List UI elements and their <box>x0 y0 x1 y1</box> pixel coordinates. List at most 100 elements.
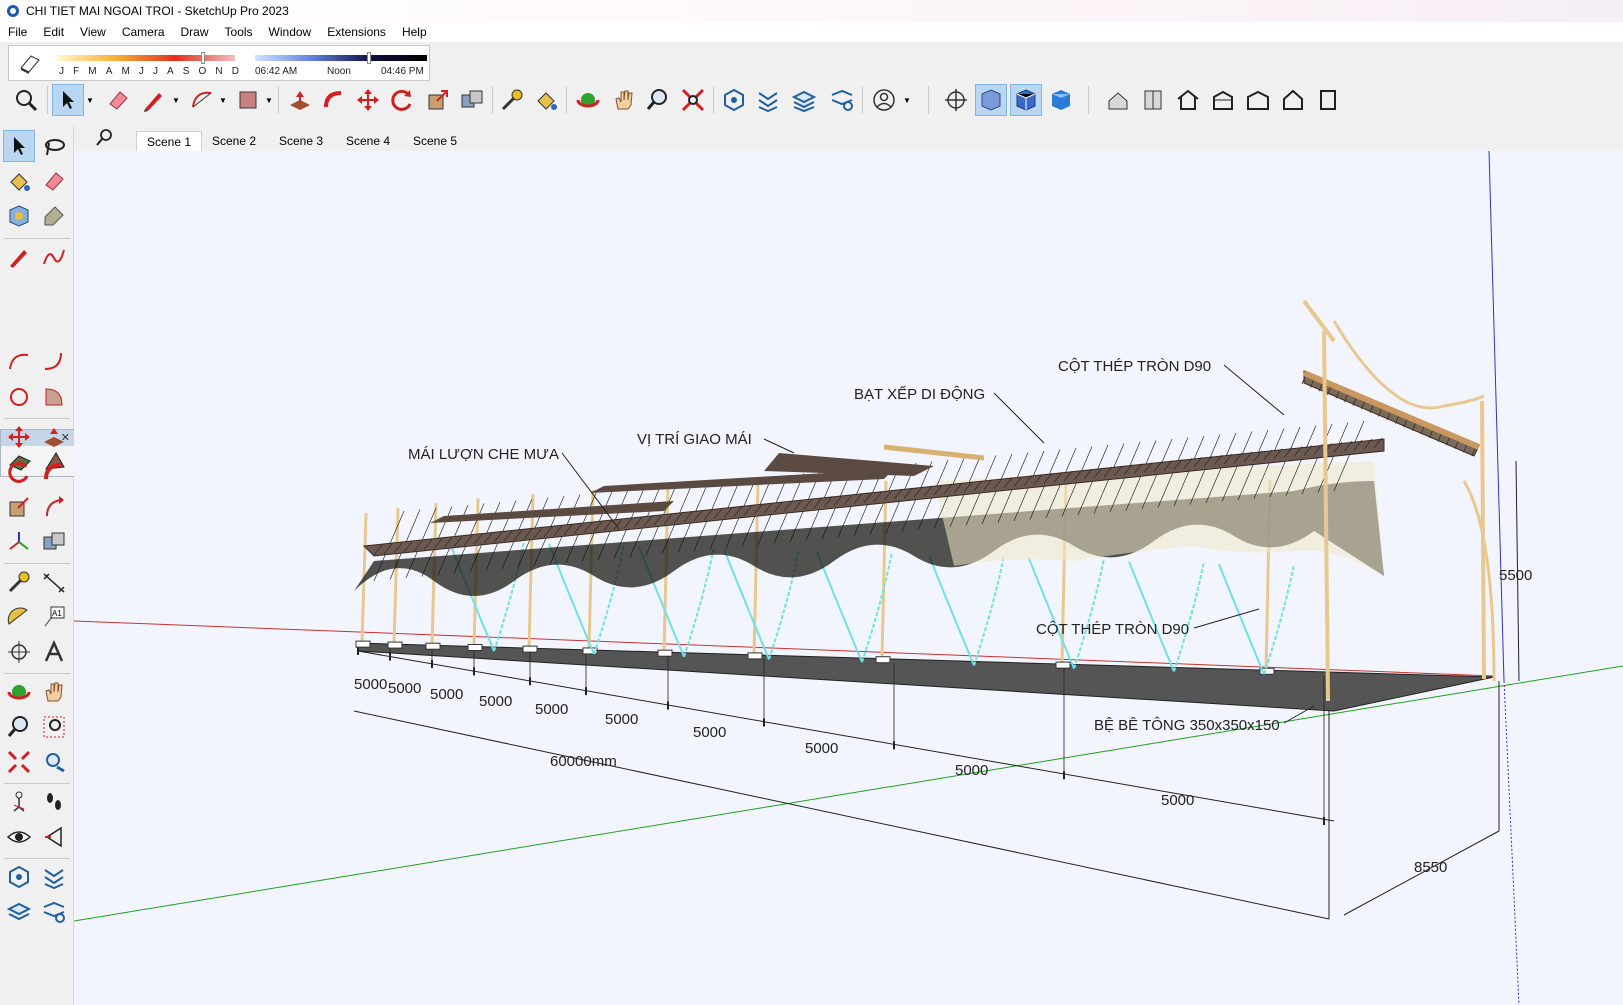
left-zoom-extents-tool[interactable] <box>3 746 35 778</box>
month-slider[interactable] <box>57 55 235 61</box>
menu-extensions[interactable]: Extensions <box>327 25 386 39</box>
extension-warehouse-tool[interactable] <box>752 84 784 116</box>
tab-scene-5[interactable]: Scene 5 <box>403 131 468 152</box>
layout-tool[interactable] <box>788 84 820 116</box>
rotate-tool[interactable] <box>386 84 418 116</box>
arc-dropdown[interactable]: ▼ <box>219 95 227 105</box>
back-edges-tool[interactable] <box>1010 84 1042 116</box>
left-pie-tool[interactable] <box>38 381 70 413</box>
follow-me-tool[interactable] <box>318 84 350 116</box>
menu-draw[interactable]: Draw <box>180 25 209 39</box>
rectangle-tool[interactable] <box>232 84 264 116</box>
left-arc-tool[interactable] <box>3 346 35 378</box>
left-arc3-tool[interactable] <box>3 381 35 413</box>
menu-help[interactable]: Help <box>401 25 427 39</box>
shaded-textures-tool[interactable] <box>1045 84 1077 116</box>
line-dropdown[interactable]: ▼ <box>172 95 180 105</box>
xray-tool[interactable] <box>975 84 1007 116</box>
eraser-tool[interactable] <box>102 84 134 116</box>
left-look-around-tool[interactable] <box>3 821 35 853</box>
left-line-tool[interactable] <box>3 241 35 273</box>
left-tape-tool[interactable] <box>3 566 35 598</box>
view-iso[interactable] <box>1102 84 1134 116</box>
close-icon[interactable]: ✕ <box>60 432 70 444</box>
zoom-extents-tool[interactable] <box>10 84 42 116</box>
tab-scene-3[interactable]: Scene 3 <box>269 131 334 152</box>
month-slider-thumb[interactable] <box>200 52 205 64</box>
tape-measure-tool[interactable] <box>496 84 528 116</box>
view-bottom[interactable] <box>1312 84 1344 116</box>
left-eraser-tool[interactable] <box>38 165 70 197</box>
left-section-plane-tool[interactable] <box>38 821 70 853</box>
orbit-tool[interactable] <box>572 84 604 116</box>
tab-scene-1[interactable]: Scene 1 <box>136 131 203 152</box>
zoom-extents-tool-2[interactable] <box>677 84 709 116</box>
left-select-tool[interactable] <box>3 130 35 162</box>
account-dropdown[interactable]: ▼ <box>903 95 911 105</box>
shadow-toggle-icon[interactable] <box>17 50 43 76</box>
paint-bucket-tool[interactable] <box>530 84 562 116</box>
left-offset-tool[interactable] <box>38 526 70 558</box>
left-move-tool[interactable] <box>3 421 35 453</box>
left-text-tool[interactable]: A1 <box>38 601 70 633</box>
line-tool[interactable] <box>138 84 170 116</box>
model-viewport[interactable]: CỘT THÉP TRÒN D90 BẠT XẾP DI ĐỘNG VỊ TRÍ… <box>74 151 1623 1005</box>
push-pull-tool[interactable] <box>284 84 316 116</box>
select-tool[interactable] <box>52 84 84 116</box>
left-component-tool[interactable] <box>3 200 35 232</box>
tab-scene-2[interactable]: Scene 2 <box>202 131 267 152</box>
view-top[interactable] <box>1137 84 1169 116</box>
left-lasso-tool[interactable] <box>38 130 70 162</box>
left-axes-tool[interactable] <box>3 526 35 558</box>
left-push-pull-tool[interactable] <box>38 421 70 453</box>
offset-tool[interactable] <box>456 84 488 116</box>
left-follow-me-tool[interactable] <box>38 456 70 488</box>
move-tool[interactable] <box>352 84 384 116</box>
left-protractor-tool[interactable] <box>3 601 35 633</box>
left-position-camera-tool[interactable] <box>3 786 35 818</box>
pan-tool[interactable] <box>608 84 640 116</box>
left-freehand-tool[interactable] <box>38 241 70 273</box>
left-paint-tool[interactable] <box>3 165 35 197</box>
left-extension-warehouse-tool[interactable] <box>38 861 70 893</box>
zoom-tool[interactable] <box>642 84 674 116</box>
time-slider-thumb[interactable] <box>366 52 371 64</box>
account-tool[interactable] <box>868 84 900 116</box>
view-right[interactable] <box>1207 84 1239 116</box>
left-warehouse-tool[interactable] <box>3 861 35 893</box>
left-scale-tool[interactable] <box>3 491 35 523</box>
menu-tools[interactable]: Tools <box>224 25 253 39</box>
view-left[interactable] <box>1277 84 1309 116</box>
left-zoom-tool[interactable] <box>3 711 35 743</box>
left-extension-manager-tool[interactable] <box>38 896 70 928</box>
iso-view-tool[interactable] <box>940 84 972 116</box>
time-slider[interactable] <box>255 55 427 61</box>
rectangle-dropdown[interactable]: ▼ <box>265 95 273 105</box>
left-arc2-tool[interactable] <box>38 346 70 378</box>
left-tag-tool[interactable] <box>38 200 70 232</box>
left-dimension-tool[interactable] <box>38 566 70 598</box>
search-icon[interactable] <box>94 128 114 148</box>
menu-file[interactable]: File <box>8 25 28 39</box>
menu-edit[interactable]: Edit <box>43 25 65 39</box>
left-walk-tool[interactable] <box>38 786 70 818</box>
left-orbit-tool[interactable] <box>3 676 35 708</box>
left-3d-text-tool[interactable] <box>38 636 70 668</box>
left-layout-tool[interactable] <box>3 896 35 928</box>
menu-window[interactable]: Window <box>268 25 312 39</box>
select-dropdown[interactable]: ▼ <box>86 95 94 105</box>
tab-scene-4[interactable]: Scene 4 <box>336 131 401 152</box>
warehouse-tool[interactable] <box>718 84 750 116</box>
view-front[interactable] <box>1172 84 1204 116</box>
view-back[interactable] <box>1242 84 1274 116</box>
left-rotate-tool[interactable] <box>3 456 35 488</box>
scale-tool[interactable] <box>422 84 454 116</box>
left-previous-view-tool[interactable] <box>38 746 70 778</box>
left-zoom-window-tool[interactable] <box>38 711 70 743</box>
extension-manager-tool[interactable] <box>826 84 858 116</box>
menu-view[interactable]: View <box>80 25 106 39</box>
left-follow2-tool[interactable] <box>38 491 70 523</box>
left-axes2-tool[interactable] <box>3 636 35 668</box>
arc-tool[interactable] <box>186 84 218 116</box>
menu-camera[interactable]: Camera <box>121 25 165 39</box>
